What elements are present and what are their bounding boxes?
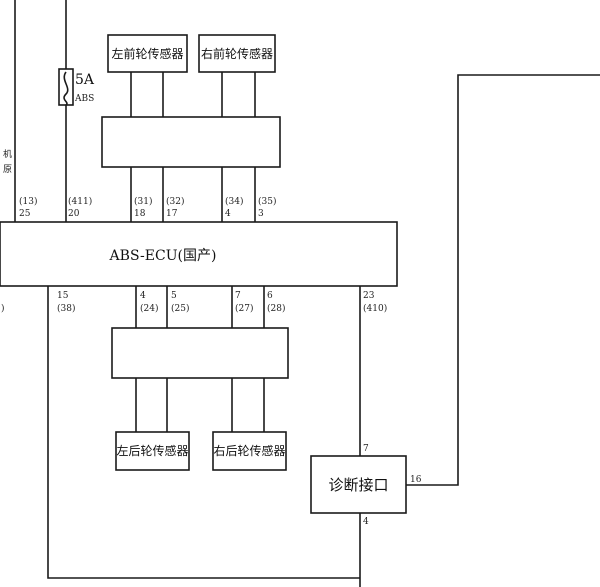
pin-23-wire: (410) — [363, 303, 387, 314]
pin-5: 5 — [171, 291, 177, 301]
rear-sensor-connector — [111, 327, 289, 379]
rear-left-sensor-label: 左后轮传感器 — [116, 443, 188, 458]
edge-text-2: 原 — [3, 164, 12, 175]
pin-4-bottom: 4 — [140, 291, 146, 301]
pin-18: 18 — [134, 209, 146, 219]
pin-7: 7 — [235, 291, 241, 301]
ecu-bottom-pin-labels: 15 (38) 4 (24) 5 (25) 7 (27) 6 (28) 23 (… — [57, 291, 387, 314]
pin-4-top: 4 — [225, 209, 231, 219]
ecu-top-pin-labels: (13) 25 (411) 20 (31) 18 (32) 17 (34) 4 … — [19, 196, 276, 219]
wire-diag-pin-16 — [406, 74, 600, 486]
pin-6-wire: (28) — [267, 303, 285, 314]
abs-ecu-box — [0, 221, 398, 287]
pin-23: 23 — [363, 291, 375, 301]
fuse-body — [58, 68, 74, 106]
pin-25-wire: (13) — [19, 196, 37, 207]
front-right-sensor-label: 右前轮传感器 — [201, 46, 273, 61]
wire-pin-15-ground — [47, 286, 360, 579]
edge-text-1: 机 — [3, 148, 12, 160]
pin-17: 17 — [166, 209, 178, 219]
pin-18-wire: (31) — [134, 196, 152, 207]
edge-text-3: ) — [1, 303, 5, 314]
diagnostic-connector-label: 诊断接口 — [328, 476, 388, 494]
rear-right-sensor-label: 右后轮传感器 — [213, 443, 285, 458]
pin-4-top-wire: (34) — [225, 196, 243, 207]
pin-15-wire: (38) — [57, 303, 75, 314]
pin-17-wire: (32) — [166, 196, 184, 207]
front-left-sensor-box — [107, 34, 188, 73]
pin-20-wire: (411) — [68, 196, 92, 207]
fuse-5a: 5A ABS — [58, 68, 95, 106]
front-left-sensor-label: 左前轮传感器 — [111, 46, 183, 61]
pin-4-bottom-wire: (24) — [140, 303, 158, 314]
diag-pin-16: 16 — [410, 475, 422, 485]
diag-pin-7: 7 — [363, 444, 369, 454]
pin-5-wire: (25) — [171, 303, 189, 314]
abs-ecu-label: ABS-ECU(国产) — [109, 248, 217, 264]
front-right-sensor-box — [198, 34, 276, 73]
pin-3-wire: (35) — [258, 196, 276, 207]
front-sensor-connector — [101, 116, 281, 168]
pin-7-wire: (27) — [235, 303, 253, 314]
rear-left-sensor-box — [115, 431, 190, 471]
pin-6: 6 — [267, 291, 273, 301]
fuse-rating: 5A — [75, 72, 95, 88]
fuse-element-icon — [63, 71, 69, 106]
wires — [14, 0, 600, 587]
diag-pin-4: 4 — [363, 517, 369, 527]
pin-3: 3 — [258, 209, 264, 219]
rear-right-sensor-box — [212, 431, 287, 471]
fuse-name: ABS — [74, 94, 94, 104]
diagnostic-connector-box — [310, 455, 407, 514]
pin-25: 25 — [19, 209, 31, 219]
pin-20: 20 — [68, 209, 80, 219]
pin-15: 15 — [57, 291, 69, 301]
